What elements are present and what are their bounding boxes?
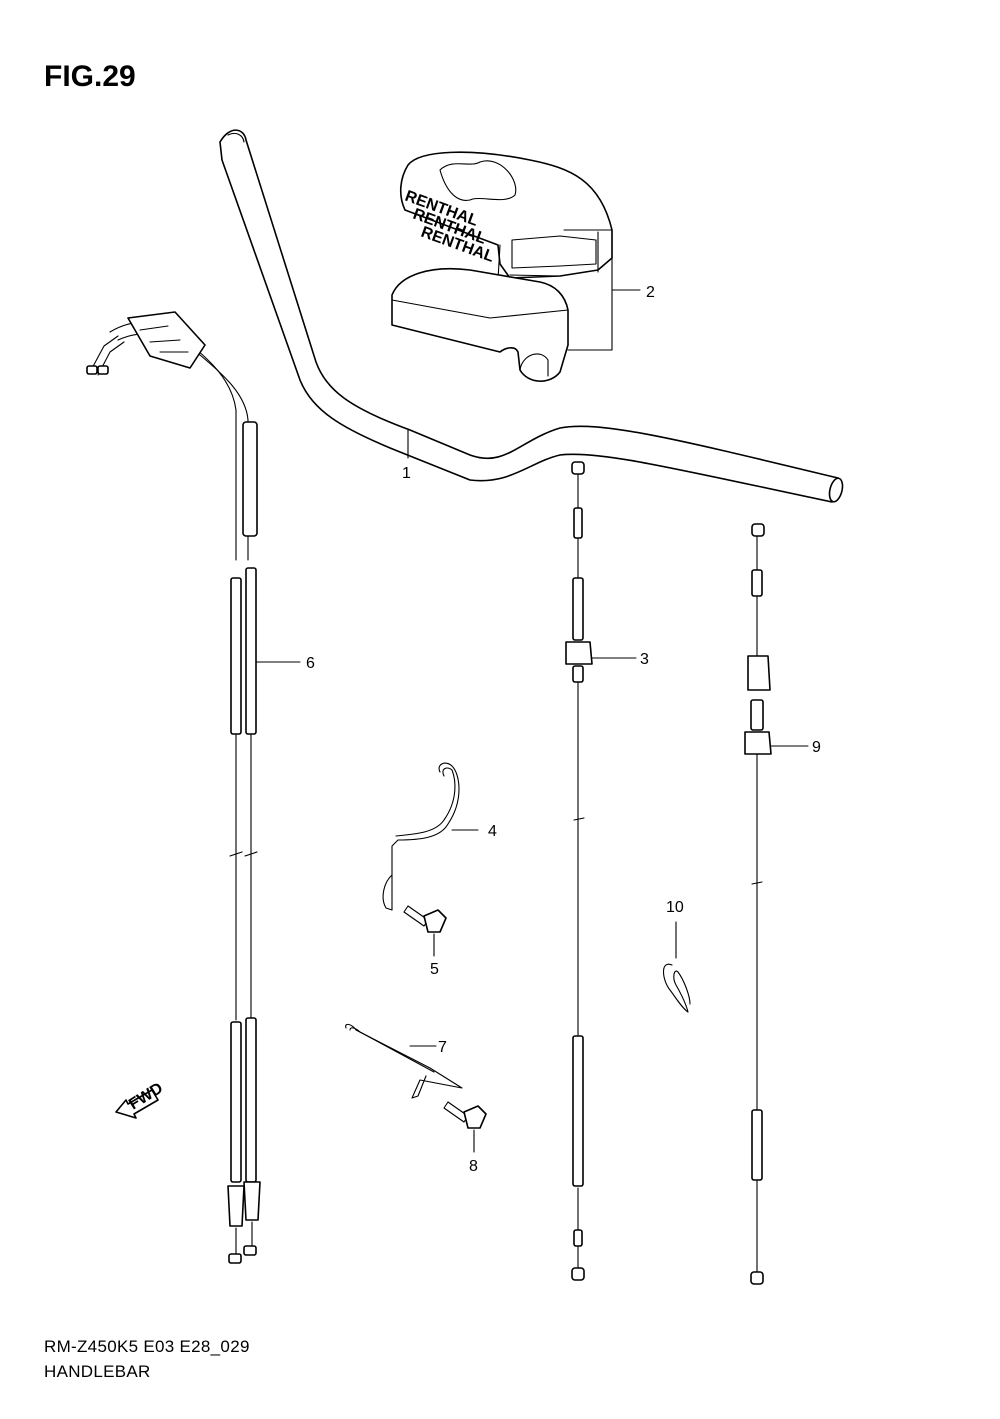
forward-arrow-icon: FWD [115,1080,166,1119]
callout-number-6[interactable]: 6 [306,655,315,672]
section-name: HANDLEBAR [44,1362,151,1381]
callout-number-4[interactable]: 4 [488,823,497,840]
handlebar-pad-bottom[interactable] [391,267,569,382]
bolt-5[interactable] [403,905,447,957]
fwd-label: FWD [126,1080,166,1114]
clutch-cable[interactable] [565,461,637,1281]
callout-number-2[interactable]: 2 [646,284,655,301]
throttle-cable-assembly[interactable] [86,311,301,1264]
callout-number-10[interactable]: 10 [666,899,684,916]
bolt-8[interactable] [443,1101,487,1153]
figure-title: FIG.29 [44,60,136,93]
handlebar-pad-top[interactable] [399,151,613,281]
cable-guide-4[interactable] [382,762,479,911]
callout-number-8[interactable]: 8 [469,1158,478,1175]
callout-number-1[interactable]: 1 [402,465,411,482]
handlebar[interactable] [219,129,845,503]
model-code: RM-Z450K5 E03 E28_029 [44,1337,250,1356]
callout-number-5[interactable]: 5 [430,961,439,978]
callout-number-9[interactable]: 9 [812,739,821,756]
clamp-10[interactable] [662,921,691,1013]
callout-number-3[interactable]: 3 [640,651,649,668]
hot-start-cable[interactable] [744,523,809,1285]
callout-number-7[interactable]: 7 [438,1039,447,1056]
cable-guide-7[interactable] [345,1023,463,1099]
callout-2-bracket [563,229,641,351]
